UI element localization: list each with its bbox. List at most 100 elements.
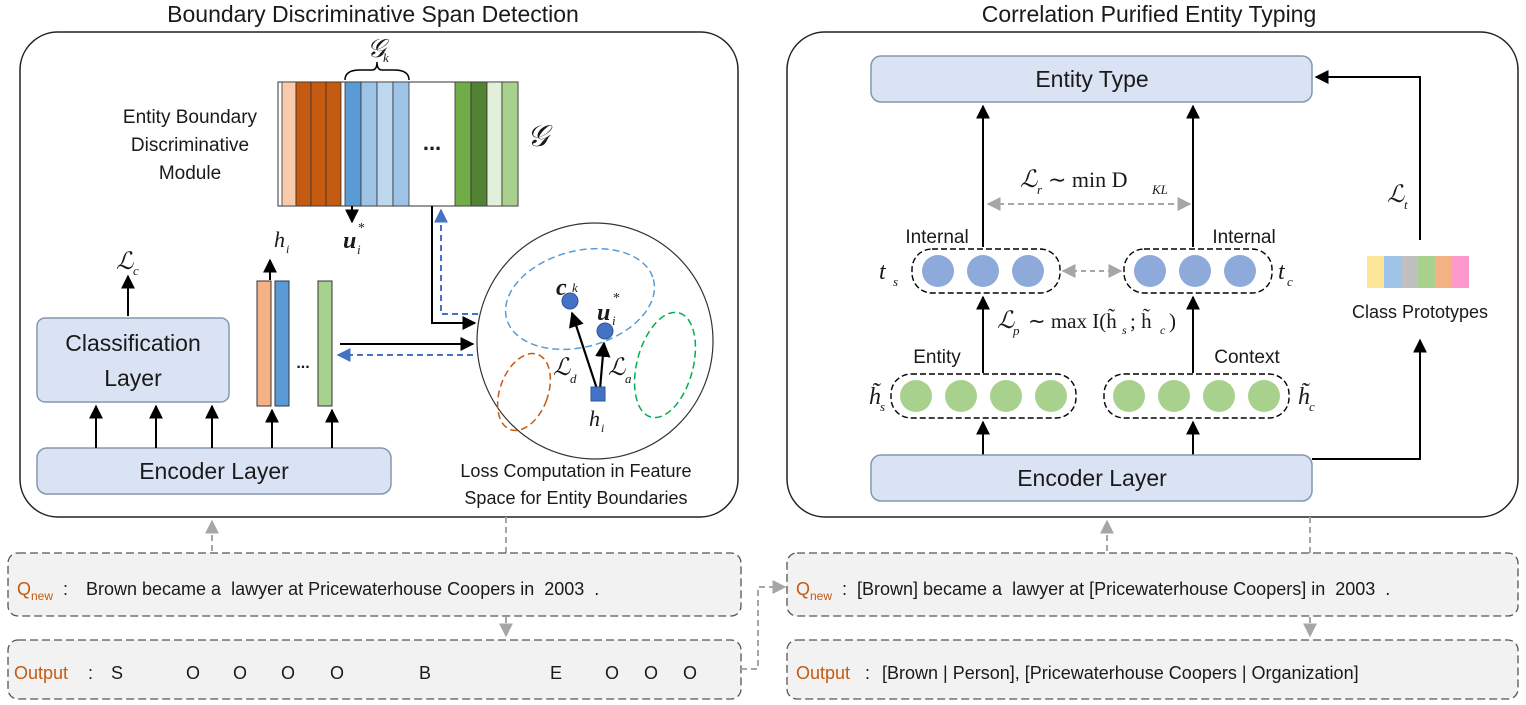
prototypes-to-type-arrow xyxy=(1314,70,1421,240)
tc-label: t xyxy=(1278,259,1286,285)
lt-label: ℒ xyxy=(1387,182,1405,208)
ts-node-1 xyxy=(922,255,954,287)
gk-sub: k xyxy=(383,50,389,65)
tag-1: O xyxy=(186,663,200,683)
right-output-prefix: Output xyxy=(796,663,850,683)
classification-layer-box xyxy=(36,317,230,403)
classification-line2: Layer xyxy=(104,365,162,391)
ck-sub: k xyxy=(572,280,578,295)
ts-group xyxy=(911,248,1061,294)
hc-node-4 xyxy=(1248,380,1280,412)
fs-u-label: u xyxy=(597,300,610,326)
u-sup: * xyxy=(358,221,365,236)
module-label-line3: Module xyxy=(159,163,221,184)
internal-left-label: Internal xyxy=(905,227,968,248)
right-qnew-sep: : xyxy=(842,579,847,599)
feedback-to-matrix-arrow xyxy=(434,208,478,315)
left-panel-frame xyxy=(19,31,739,518)
hs-node-4 xyxy=(1035,380,1067,412)
fs-h-sub: i xyxy=(601,421,604,435)
hs-sub: s xyxy=(880,399,885,414)
right-qnew-box xyxy=(786,552,1519,617)
orange-cluster-ellipse xyxy=(496,352,552,432)
h-label: h xyxy=(274,227,285,252)
left-qnew-prefix: Q xyxy=(17,579,31,599)
lp-c-sub: c xyxy=(1160,323,1166,337)
feature-matrix-g xyxy=(277,81,519,207)
ld-label: ℒ xyxy=(553,355,571,381)
lt-sub: t xyxy=(1404,197,1408,212)
prototype-swatch-3 xyxy=(1418,256,1435,288)
left-output-tags: S O O O O B E O O O xyxy=(111,663,697,683)
right-encoder-box xyxy=(870,454,1313,502)
left-qnew-text: Brown became a lawyer at Pricewaterhouse… xyxy=(86,579,599,599)
fs-u-sup: * xyxy=(613,291,620,306)
left-panel-title: Boundary Discriminative Span Detection xyxy=(167,1,579,27)
tag-3: O xyxy=(281,663,295,683)
prototype-swatch-2 xyxy=(1401,256,1418,288)
entity-label: Entity xyxy=(913,347,961,368)
right-qnew-prefix: Q xyxy=(796,579,810,599)
right-output-box xyxy=(786,639,1519,700)
la-arrow xyxy=(595,341,611,390)
loss-caption-line1: Loss Computation in Feature xyxy=(460,461,691,481)
hs-node-1 xyxy=(900,380,932,412)
u-sub: i xyxy=(357,242,361,257)
lp-label: ℒ xyxy=(997,308,1015,334)
tag-2: O xyxy=(233,663,247,683)
lr-rest-sub: KL xyxy=(1151,182,1168,197)
ts-label: t xyxy=(879,259,887,285)
u-label: u xyxy=(343,228,356,254)
lr-label: ℒ xyxy=(1020,167,1038,193)
ts-node-2 xyxy=(967,255,999,287)
module-label-line1: Entity Boundary xyxy=(123,107,258,128)
lp-sub: p xyxy=(1012,323,1020,338)
left-output-to-right-arrow xyxy=(741,580,787,670)
prototype-swatch-5 xyxy=(1452,256,1469,288)
lp-end: ) xyxy=(1169,309,1176,333)
ui-point xyxy=(596,322,614,340)
hidden-vectors xyxy=(256,280,333,407)
entity-type-box xyxy=(870,55,1313,103)
matrix-to-space-arrow xyxy=(431,206,477,330)
hs-node-2 xyxy=(945,380,977,412)
tc-group xyxy=(1123,248,1273,294)
tag-9: O xyxy=(683,663,697,683)
tc-node-3 xyxy=(1224,255,1256,287)
ts-node-3 xyxy=(1012,255,1044,287)
right-qnew-sub: new xyxy=(810,589,832,603)
tag-7: O xyxy=(605,663,619,683)
hc-group xyxy=(1103,373,1290,419)
tc-node-1 xyxy=(1134,255,1166,287)
module-label-line2: Discriminative xyxy=(131,135,249,156)
lp-s-sub: s xyxy=(1122,323,1127,337)
tag-4: O xyxy=(330,663,344,683)
hi-point xyxy=(590,386,606,402)
right-output-sep: : xyxy=(865,663,870,683)
tag-0: S xyxy=(111,663,123,683)
right-panel-title: Correlation Purified Entity Typing xyxy=(982,1,1317,27)
left-qnew-sub: new xyxy=(31,589,53,603)
tag-8: O xyxy=(644,663,658,683)
left-encoder-label: Encoder Layer xyxy=(139,458,289,484)
left-qnew-box xyxy=(7,552,742,617)
h-sub: i xyxy=(286,242,289,256)
la-sub: a xyxy=(625,371,632,386)
lp-mid: ; h̃ xyxy=(1130,308,1152,333)
encoder-up-arrows xyxy=(89,404,339,448)
matrix-ellipsis: ... xyxy=(423,130,441,155)
lr-rest: ∼ min D xyxy=(1048,167,1128,192)
hs-node-3 xyxy=(990,380,1022,412)
ld-arrow xyxy=(569,311,599,390)
right-panel-frame xyxy=(786,31,1519,518)
right-qnew-text: [Brown] became a lawyer at [Pricewaterho… xyxy=(857,579,1390,599)
hc-node-2 xyxy=(1158,380,1190,412)
green-cluster-ellipse xyxy=(633,311,697,419)
gk-label: 𝒢 xyxy=(367,34,390,63)
lp-rest: ∼ max I(h̃ xyxy=(1028,308,1117,333)
hc-sub: c xyxy=(1309,399,1315,414)
tag-6: E xyxy=(550,663,562,683)
ck-label: c xyxy=(556,275,567,301)
left-encoder-box xyxy=(36,447,392,495)
